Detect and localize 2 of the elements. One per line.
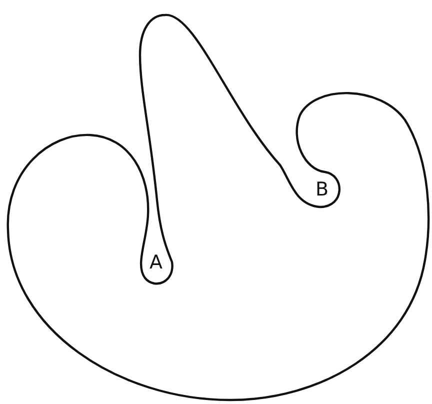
point-label: A (150, 254, 162, 272)
point-label: B (315, 180, 329, 200)
